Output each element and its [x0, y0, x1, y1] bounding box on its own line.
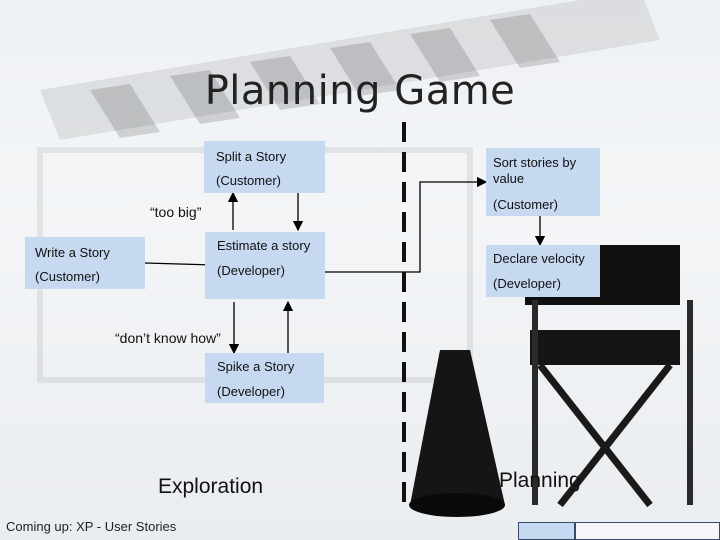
spike-story-label: Spike a Story	[217, 359, 295, 374]
sort-stories-label-cont: value	[493, 171, 525, 186]
estimate-story-label: Estimate a story	[217, 238, 311, 253]
too-big-note: “too big”	[150, 204, 202, 220]
write-story-box: Write a Story (Customer)	[25, 237, 145, 289]
megaphone-cone	[409, 350, 505, 517]
sort-stories-role: (Customer)	[493, 197, 559, 212]
arrow-estimate-to-sort	[325, 176, 488, 273]
write-story-label: Write a Story	[35, 245, 110, 260]
page-title: Planning Game	[204, 68, 516, 114]
footer-text: Coming up: XP - User Stories	[6, 519, 177, 534]
split-story-role: (Customer)	[216, 173, 282, 188]
estimate-story-role: (Developer)	[217, 263, 285, 278]
arrow-write-to-estimate	[144, 259, 216, 270]
split-story-box: Split a Story (Customer)	[204, 141, 325, 193]
nav-bar-left	[518, 522, 575, 540]
declare-velocity-role: (Developer)	[493, 276, 561, 291]
write-story-role: (Customer)	[35, 269, 101, 284]
declare-velocity-box: Declare velocity (Developer)	[486, 245, 600, 297]
exploration-phase-label: Exploration	[158, 475, 264, 498]
declare-velocity-label: Declare velocity	[493, 251, 585, 266]
sort-stories-box: Sort stories by value (Customer)	[486, 148, 600, 216]
spike-story-box: Spike a Story (Developer)	[205, 353, 324, 403]
sort-stories-label: Sort stories by	[493, 155, 577, 170]
spike-story-role: (Developer)	[217, 384, 285, 399]
nav-bar-right	[575, 522, 720, 540]
split-story-label: Split a Story	[216, 149, 287, 164]
planning-phase-label: Planning	[499, 469, 581, 492]
dont-know-how-note: “don’t know how”	[115, 330, 221, 346]
director-chair	[525, 245, 693, 508]
stripe-pattern	[90, 14, 560, 138]
estimate-story-box: Estimate a story (Developer)	[205, 232, 325, 299]
